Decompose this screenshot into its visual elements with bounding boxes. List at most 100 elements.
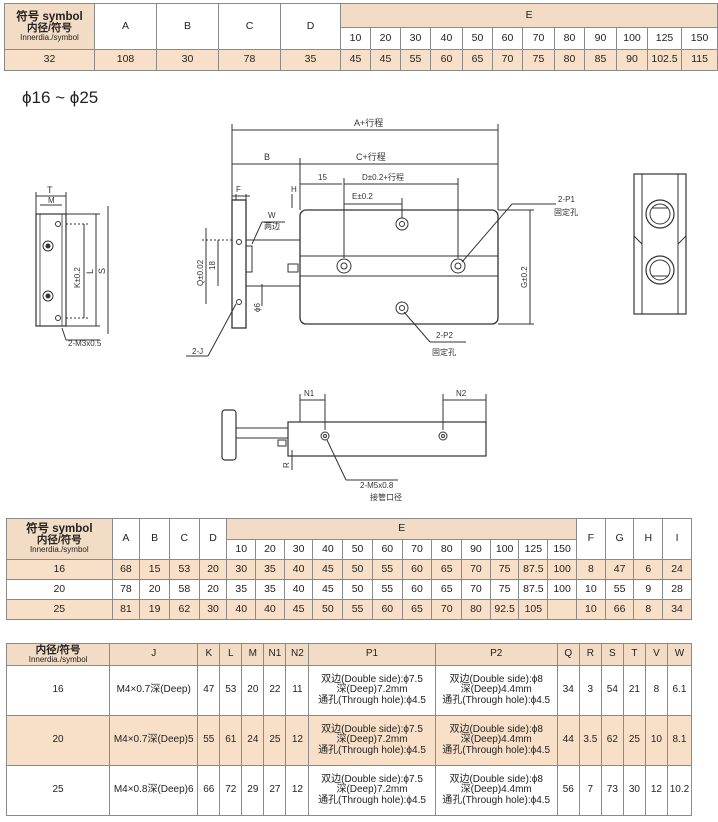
cell-r: 3.5 (578, 715, 602, 766)
bore-range-title: ϕ16 ~ ϕ25 (22, 88, 99, 107)
dim-r-label: R (282, 462, 291, 468)
col-header-b: B (139, 518, 170, 560)
dim-15-label: 15 (318, 173, 327, 182)
cell-e: 65 (462, 49, 493, 71)
bore-cell: 25 (5, 765, 111, 816)
dimension-table-32: 符号 symbol 内径/符号 Innerdia./symbol A B C D… (4, 3, 718, 71)
dim-l-label: L (85, 269, 95, 274)
cell-s: 62 (600, 715, 624, 766)
stroke-header: 150 (680, 27, 718, 50)
p1-line: 深(Deep)7.2mm (336, 784, 408, 796)
cell-f: 8 (576, 559, 606, 580)
dimension-table-j-w: 内径/符号 Innerdia./symbol J K L M N1 N2 P1 … (5, 643, 693, 816)
cell-e: 115 (680, 49, 718, 71)
dim-n2-label: N2 (456, 389, 467, 398)
cell-e: 102.5 (647, 49, 682, 71)
stroke-header: 90 (584, 27, 617, 50)
dim-w-label: W (268, 211, 276, 220)
cell-c: 58 (168, 579, 200, 600)
cell-h: 9 (633, 579, 664, 600)
col-header-f: F (576, 518, 606, 560)
stroke-header: 40 (430, 27, 463, 50)
col-header-h: H (633, 518, 664, 560)
cell-e: 50 (312, 599, 344, 620)
col-header-t: T (622, 643, 646, 666)
cell-b: 20 (139, 579, 170, 600)
stroke-header: 50 (462, 27, 493, 50)
stroke-header: 50 (342, 539, 373, 560)
cell-e: 55 (342, 599, 373, 620)
p1-line: 双边(Double side):ϕ7.5 (321, 723, 423, 735)
stroke-header: 80 (431, 539, 463, 560)
cell-r: 3 (578, 665, 602, 716)
cell-d: 30 (198, 599, 228, 620)
cell-e: 45 (312, 579, 344, 600)
p1-line: 通孔(Through hole):ϕ4.5 (318, 744, 426, 756)
cell-e: 35 (226, 579, 257, 600)
cell-a: 108 (94, 49, 157, 71)
stroke-header: 10 (226, 539, 257, 560)
p1-line: 双边(Double side):ϕ7.5 (321, 773, 423, 785)
cell-t: 25 (622, 715, 646, 766)
cell-e: 60 (430, 49, 463, 71)
cell-t: 21 (622, 665, 646, 716)
cell-e: 65 (431, 559, 463, 580)
cell-e: 70 (431, 599, 463, 620)
p2-line: 深(Deep)4.4mm (460, 784, 532, 796)
p2-line: 深(Deep)4.4mm (460, 684, 532, 696)
cell-n1: 27 (263, 765, 287, 816)
cell-m: 24 (241, 715, 265, 766)
cell-e: 75 (489, 579, 520, 600)
p1-line: 双边(Double side):ϕ7.5 (321, 673, 423, 685)
cell-b: 15 (139, 559, 170, 580)
stroke-header: 30 (400, 27, 431, 50)
side-view (35, 192, 109, 341)
dim-b-label: B (264, 152, 270, 162)
cell-i: 34 (662, 599, 692, 620)
col-header-p2: P2 (434, 643, 558, 666)
col-header-d: D (280, 3, 341, 50)
stroke-header: 70 (401, 539, 433, 560)
cell-w: 8.1 (666, 715, 693, 766)
symbol-header-cell: 内径/符号 Innerdia./symbol (5, 643, 111, 666)
stroke-header: 100 (489, 539, 520, 560)
m5-callout: 2-M5x0.8 (360, 481, 394, 490)
p1-line: 深(Deep)7.2mm (336, 734, 408, 746)
cell-c: 53 (168, 559, 200, 580)
p1-callout: 2-P1 (558, 195, 575, 204)
cell-e (547, 599, 578, 620)
cell-n2: 12 (285, 765, 310, 816)
cell-w: 10.2 (666, 765, 693, 816)
cell-e: 80 (554, 49, 585, 71)
cell-e: 40 (255, 599, 285, 620)
stroke-header: 20 (255, 539, 285, 560)
table-row: 25 M4×0.8深(Deep)6 66 72 29 27 12 双边(Doub… (5, 765, 693, 816)
cell-f: 10 (576, 579, 606, 600)
cell-e: 45 (283, 599, 314, 620)
cell-j: M4×0.8深(Deep)6 (109, 765, 199, 816)
two-sides-label: 两边 (264, 221, 280, 231)
cell-s: 73 (600, 765, 624, 816)
end-view (633, 173, 687, 315)
p1-line: 通孔(Through hole):ϕ4.5 (318, 794, 426, 806)
cell-e: 65 (431, 579, 463, 600)
cell-g: 55 (604, 579, 635, 600)
cell-a: 78 (111, 579, 141, 600)
stroke-header: 80 (554, 27, 585, 50)
dim-q-label: Q±0.02 (196, 259, 205, 286)
cell-e: 75 (522, 49, 555, 71)
p2-line: 通孔(Through hole):ϕ4.5 (442, 744, 551, 756)
cell-v: 12 (644, 765, 668, 816)
cell-e: 100 (547, 559, 578, 580)
inner-dia-en-label: Innerdia./symbol (29, 545, 89, 555)
col-header-n1: N1 (263, 643, 287, 666)
dim-d-stroke: D±0.2+行程 (362, 172, 404, 182)
j-callout: 2-J (192, 347, 203, 356)
col-header-w: W (666, 643, 693, 666)
port-size-label: 接管口径 (370, 492, 402, 502)
cell-m: 29 (241, 765, 265, 816)
col-header-p1: P1 (308, 643, 436, 666)
dim-f-label: F (236, 185, 241, 194)
cell-k: 66 (197, 765, 221, 816)
col-header-q: Q (556, 643, 580, 666)
